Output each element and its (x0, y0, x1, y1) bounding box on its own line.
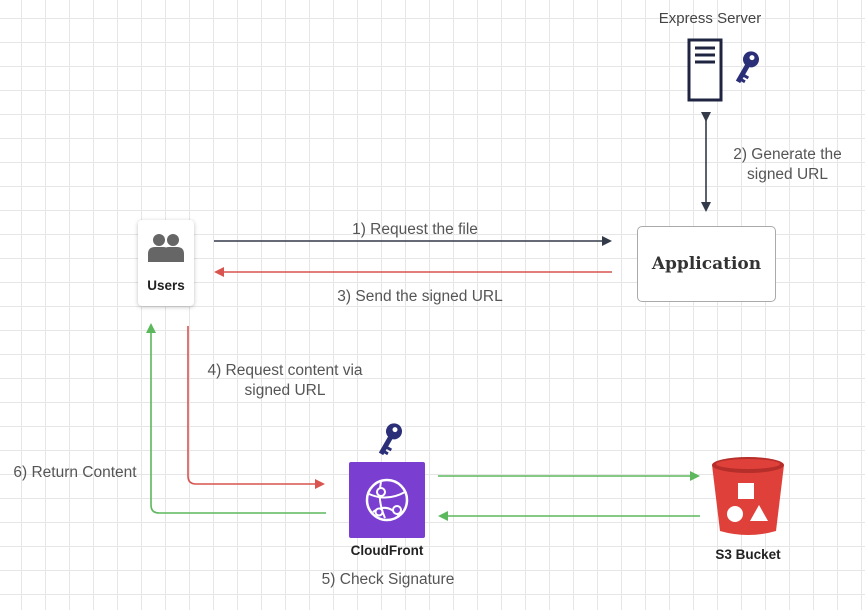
server-icon (687, 38, 723, 102)
cloudfront-key-icon (378, 423, 402, 456)
step-6-label: 6) Return Content (13, 464, 137, 481)
step-4-line-1: 4) Request content via (207, 362, 363, 379)
step-5-label: 5) Check Signature (321, 571, 455, 588)
cloudfront-node[interactable] (349, 462, 425, 538)
application-node[interactable]: Application (637, 226, 776, 302)
step-3-label: 3) Send the signed URL (337, 288, 503, 305)
cloudfront-label: CloudFront (350, 543, 424, 558)
step-4-label: 4) Request content via signed URL (190, 361, 380, 401)
step-2-line-2: signed URL (747, 166, 828, 183)
users-label: Users (147, 278, 185, 293)
users-icon (148, 234, 184, 262)
step-2-line-1: 2) Generate the (733, 146, 842, 163)
key-icon (735, 51, 759, 84)
application-label: Application (651, 254, 762, 274)
s3-bucket-icon[interactable] (708, 455, 788, 537)
users-node[interactable] (138, 220, 194, 306)
arrow-return-content (146, 323, 326, 514)
arrow-request-content (187, 326, 325, 489)
step-1-label: 1) Request the file (352, 221, 478, 238)
cloudfront-icon (365, 478, 409, 522)
s3-bucket-label: S3 Bucket (715, 547, 781, 562)
step-2-label: 2) Generate the signed URL (725, 145, 850, 185)
express-server-label: Express Server (658, 10, 762, 27)
step-4-line-2: signed URL (244, 382, 326, 399)
